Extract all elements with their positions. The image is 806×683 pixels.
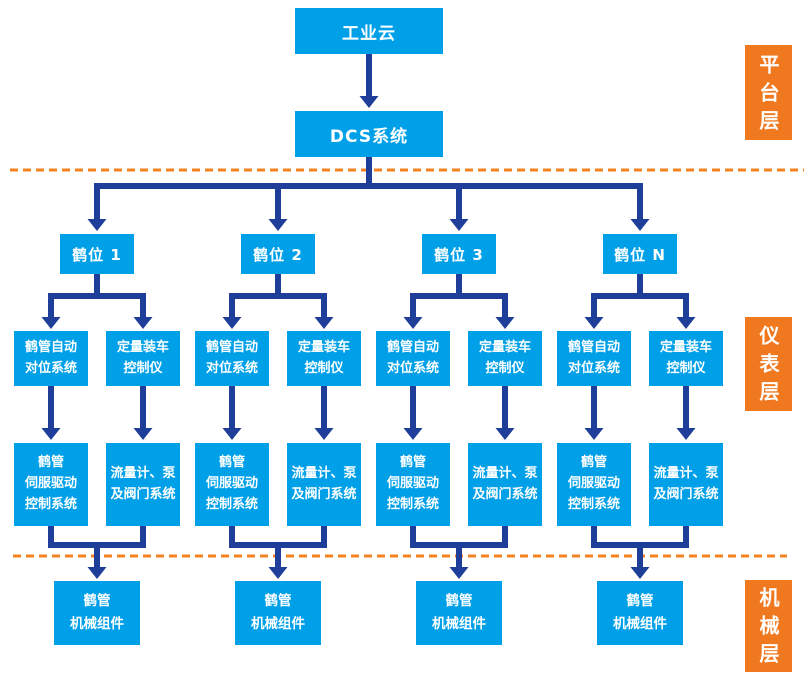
node-auto-align-1: 鹤管自动 对位系统 <box>14 331 88 386</box>
node-station-2: 鹤位 2 <box>241 234 315 274</box>
node-mechanical-1: 鹤管 机械组件 <box>54 581 140 645</box>
node-industrial-cloud: 工业云 <box>295 8 443 54</box>
layer-tag-platform: 平台层 <box>745 45 792 140</box>
node-auto-align-n: 鹤管自动 对位系统 <box>557 331 631 386</box>
node-flow-pump-valve-1: 流量计、泵 及阀门系统 <box>106 443 180 526</box>
node-flow-pump-valve-2: 流量计、泵 及阀门系统 <box>287 443 361 526</box>
node-station-1: 鹤位 1 <box>60 234 134 274</box>
node-mechanical-3: 鹤管 机械组件 <box>416 581 502 645</box>
node-auto-align-3: 鹤管自动 对位系统 <box>376 331 450 386</box>
node-loading-controller-3: 定量装车 控制仪 <box>468 331 542 386</box>
layer-tag-mechanical: 机械层 <box>745 580 792 672</box>
node-station-n: 鹤位 N <box>603 234 677 274</box>
node-dcs-system: DCS系统 <box>295 111 443 157</box>
layer-tag-instrument: 仪表层 <box>745 317 792 411</box>
node-mechanical-n: 鹤管 机械组件 <box>597 581 683 645</box>
node-loading-controller-n: 定量装车 控制仪 <box>649 331 723 386</box>
node-auto-align-2: 鹤管自动 对位系统 <box>195 331 269 386</box>
node-servo-drive-2: 鹤管 伺服驱动 控制系统 <box>195 443 269 526</box>
node-mechanical-2: 鹤管 机械组件 <box>235 581 321 645</box>
node-loading-controller-2: 定量装车 控制仪 <box>287 331 361 386</box>
node-station-3: 鹤位 3 <box>422 234 496 274</box>
node-servo-drive-3: 鹤管 伺服驱动 控制系统 <box>376 443 450 526</box>
node-loading-controller-1: 定量装车 控制仪 <box>106 331 180 386</box>
node-servo-drive-n: 鹤管 伺服驱动 控制系统 <box>557 443 631 526</box>
node-flow-pump-valve-3: 流量计、泵 及阀门系统 <box>468 443 542 526</box>
node-servo-drive-1: 鹤管 伺服驱动 控制系统 <box>14 443 88 526</box>
node-flow-pump-valve-n: 流量计、泵 及阀门系统 <box>649 443 723 526</box>
